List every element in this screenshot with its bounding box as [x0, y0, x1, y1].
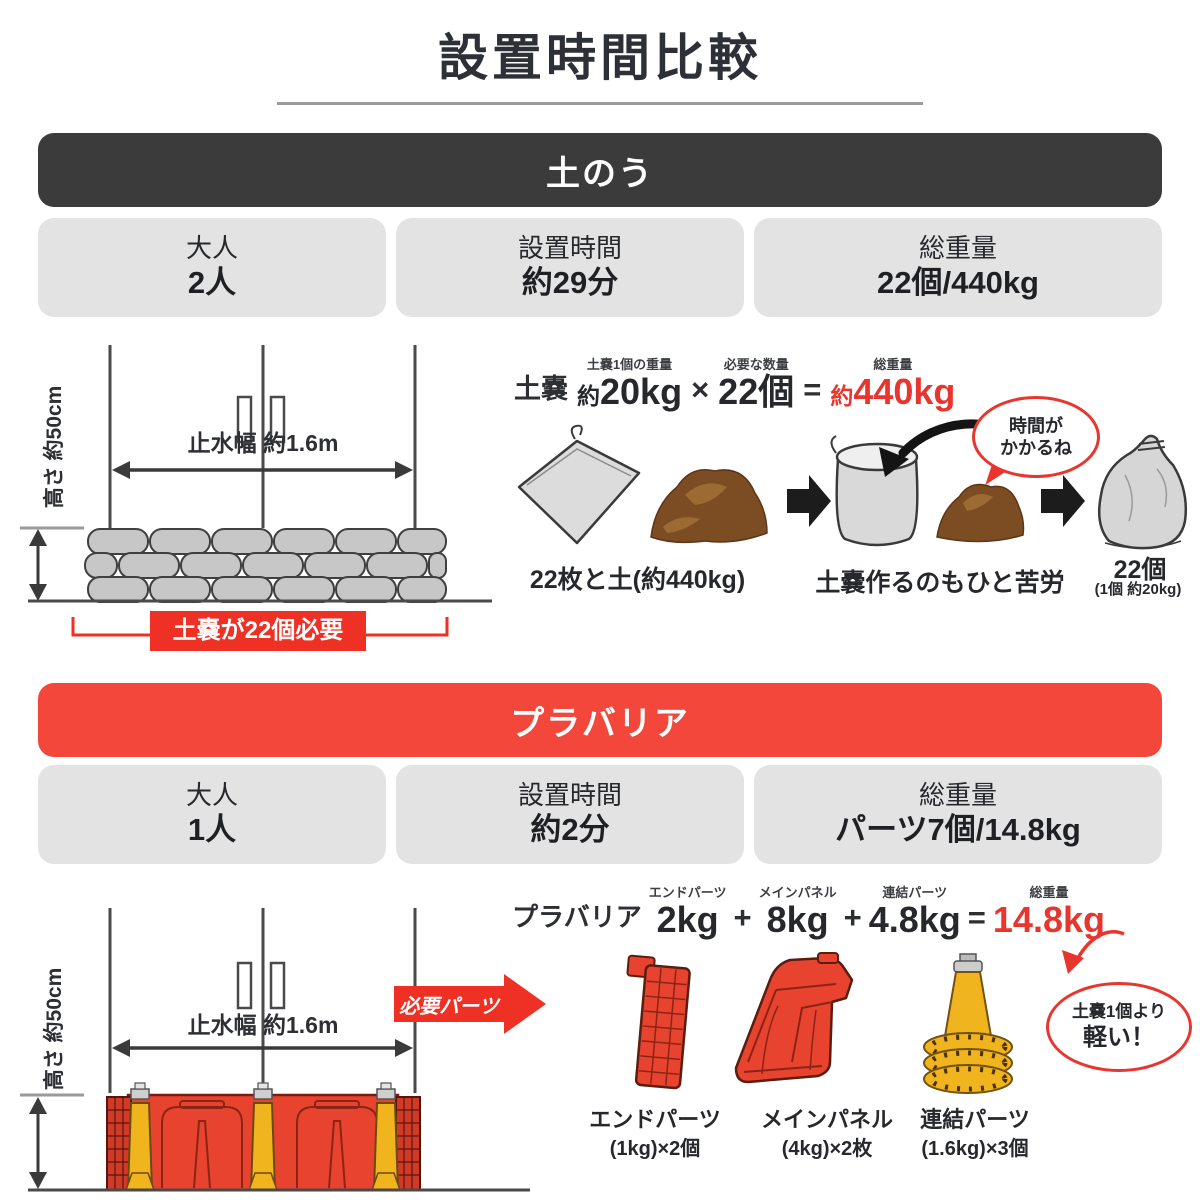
required-parts-arrow-head: [504, 974, 546, 1034]
tied-bag-icon: [1098, 434, 1187, 550]
card-label: 設置時間: [517, 232, 622, 263]
plabaria-doorway-diagram: [20, 908, 530, 1192]
dirt-pile-icon: [650, 469, 768, 544]
card-sandbag-people: 大人 2人: [38, 218, 386, 317]
formula-part2: メインパネル 8kg: [758, 885, 837, 940]
equals-sign: =: [803, 371, 822, 407]
door-handle-left: [236, 961, 253, 1010]
equals-sign: =: [967, 899, 986, 935]
card-label: 大人: [185, 232, 238, 263]
barrier-panel-details: [161, 1100, 378, 1189]
sandbag-width-label: 止水幅 約1.6m: [187, 430, 339, 456]
width-arrow-head-left: [112, 461, 130, 479]
page-title: 設置時間比較: [438, 30, 762, 86]
multiply-sign: ×: [691, 371, 710, 407]
plus-sign: +: [843, 899, 862, 935]
door-handle-right: [269, 961, 286, 1010]
barrier-assembly: [106, 1082, 421, 1192]
connector-part-qty: (1.6kg)×3個: [921, 1138, 1029, 1160]
height-arrow-head-bottom: [29, 1172, 47, 1189]
card-label: 大人: [185, 779, 238, 810]
plus-sign: +: [733, 899, 752, 935]
card-plabaria-time: 設置時間 約2分: [396, 765, 744, 864]
connector-part-name: 連結パーツ: [920, 1107, 1030, 1132]
sandbag-stack: [84, 528, 447, 603]
width-arrow-head-right: [395, 461, 413, 479]
formula-name: 土嚢: [514, 373, 568, 404]
card-value: 2人: [187, 264, 237, 300]
sandbag-height-label: 高さ 約50cm: [43, 385, 66, 509]
sandbag-count-banner: 土嚢が22個必要: [150, 611, 366, 651]
card-label: 総重量: [918, 232, 997, 263]
end-part-name: エンドパーツ: [589, 1107, 721, 1132]
formula-total: 総重量 約440kg: [830, 357, 956, 412]
process-step3-sublabel: (1個 約20kg): [1094, 581, 1182, 598]
barrier-end-grid-left: [106, 1096, 132, 1191]
section-header-plabaria: プラバリア: [38, 683, 1162, 757]
formula-total: 総重量 14.8kg: [992, 885, 1105, 940]
process-step2-label: 土嚢作るのもひと苦労: [815, 569, 1065, 597]
main-panel-icon: [734, 952, 854, 1084]
card-sandbag-weight: 総重量 22個/440kg: [754, 218, 1162, 317]
dirt-pile-small-icon: [936, 483, 1025, 543]
connector-part-icon: [923, 953, 1013, 1094]
pour-arrow-head: [879, 447, 909, 477]
empty-bag-icon: [517, 424, 641, 545]
card-plabaria-weight: 総重量 パーツ7個/14.8kg: [754, 765, 1162, 864]
card-sandbag-time: 設置時間 約29分: [396, 218, 744, 317]
formula-quantity: 必要な数量 22個: [718, 357, 795, 412]
time-bubble: 時間が かかるね: [972, 396, 1100, 478]
formula-name: プラバリア: [512, 901, 642, 932]
door-handle-right: [269, 395, 286, 444]
formula-part1: エンドパーツ 2kg: [648, 885, 727, 940]
process-arrow-icon: [1041, 475, 1085, 527]
plabaria-height-label: 高さ 約50cm: [43, 967, 66, 1091]
light-bubble: 土嚢1個より 軽い！: [1046, 982, 1192, 1072]
height-arrow-head-bottom: [29, 584, 47, 601]
height-arrow-head-top: [29, 529, 47, 546]
sandbag-process-illustration: [517, 419, 1187, 550]
formula-weight: 土嚢1個の重量 約20kg: [577, 357, 683, 412]
card-value: 1人: [187, 811, 237, 847]
card-value: パーツ7個/14.8kg: [835, 811, 1081, 847]
card-plabaria-people: 大人 1人: [38, 765, 386, 864]
barrier-end-grid-right: [395, 1096, 421, 1191]
formula-part3: 連結パーツ 4.8kg: [868, 885, 961, 940]
main-panel-qty: (4kg)×2枚: [781, 1138, 873, 1160]
width-arrow-head-right: [395, 1039, 413, 1057]
sandbag-formula: 土嚢 土嚢1個の重量 約20kg × 必要な数量 22個 = 総重量 約440k…: [514, 354, 955, 411]
plabaria-formula: プラバリア エンドパーツ 2kg + メインパネル 8kg + 連結パーツ 4.…: [512, 882, 1105, 939]
title-underline: [277, 102, 923, 105]
card-value: 約29分: [521, 264, 619, 300]
height-arrow-head-top: [29, 1097, 47, 1114]
card-value: 約2分: [530, 811, 610, 847]
barrier-connector-posts: [124, 1082, 402, 1191]
door-handle-left: [236, 395, 253, 444]
process-arrow-icon: [787, 475, 831, 527]
card-label: 総重量: [918, 779, 997, 810]
plabaria-width-label: 止水幅 約1.6m: [187, 1012, 339, 1038]
end-part-qty: (1kg)×2個: [609, 1138, 701, 1160]
connector-rings: [923, 1032, 1013, 1094]
card-label: 設置時間: [517, 779, 622, 810]
main-panel-name: メインパネル: [760, 1107, 893, 1132]
process-step3-label: 22個: [1113, 556, 1167, 584]
required-parts-arrow: 必要パーツ: [394, 986, 504, 1022]
process-step1-label: 22枚と土(約440kg): [529, 566, 746, 594]
light-bubble-pointer: [1062, 930, 1125, 974]
card-value: 22個/440kg: [877, 264, 1039, 300]
width-arrow-head-left: [112, 1039, 130, 1057]
end-part-icon: [626, 954, 691, 1090]
section-header-sandbag: 土のう: [38, 133, 1162, 207]
